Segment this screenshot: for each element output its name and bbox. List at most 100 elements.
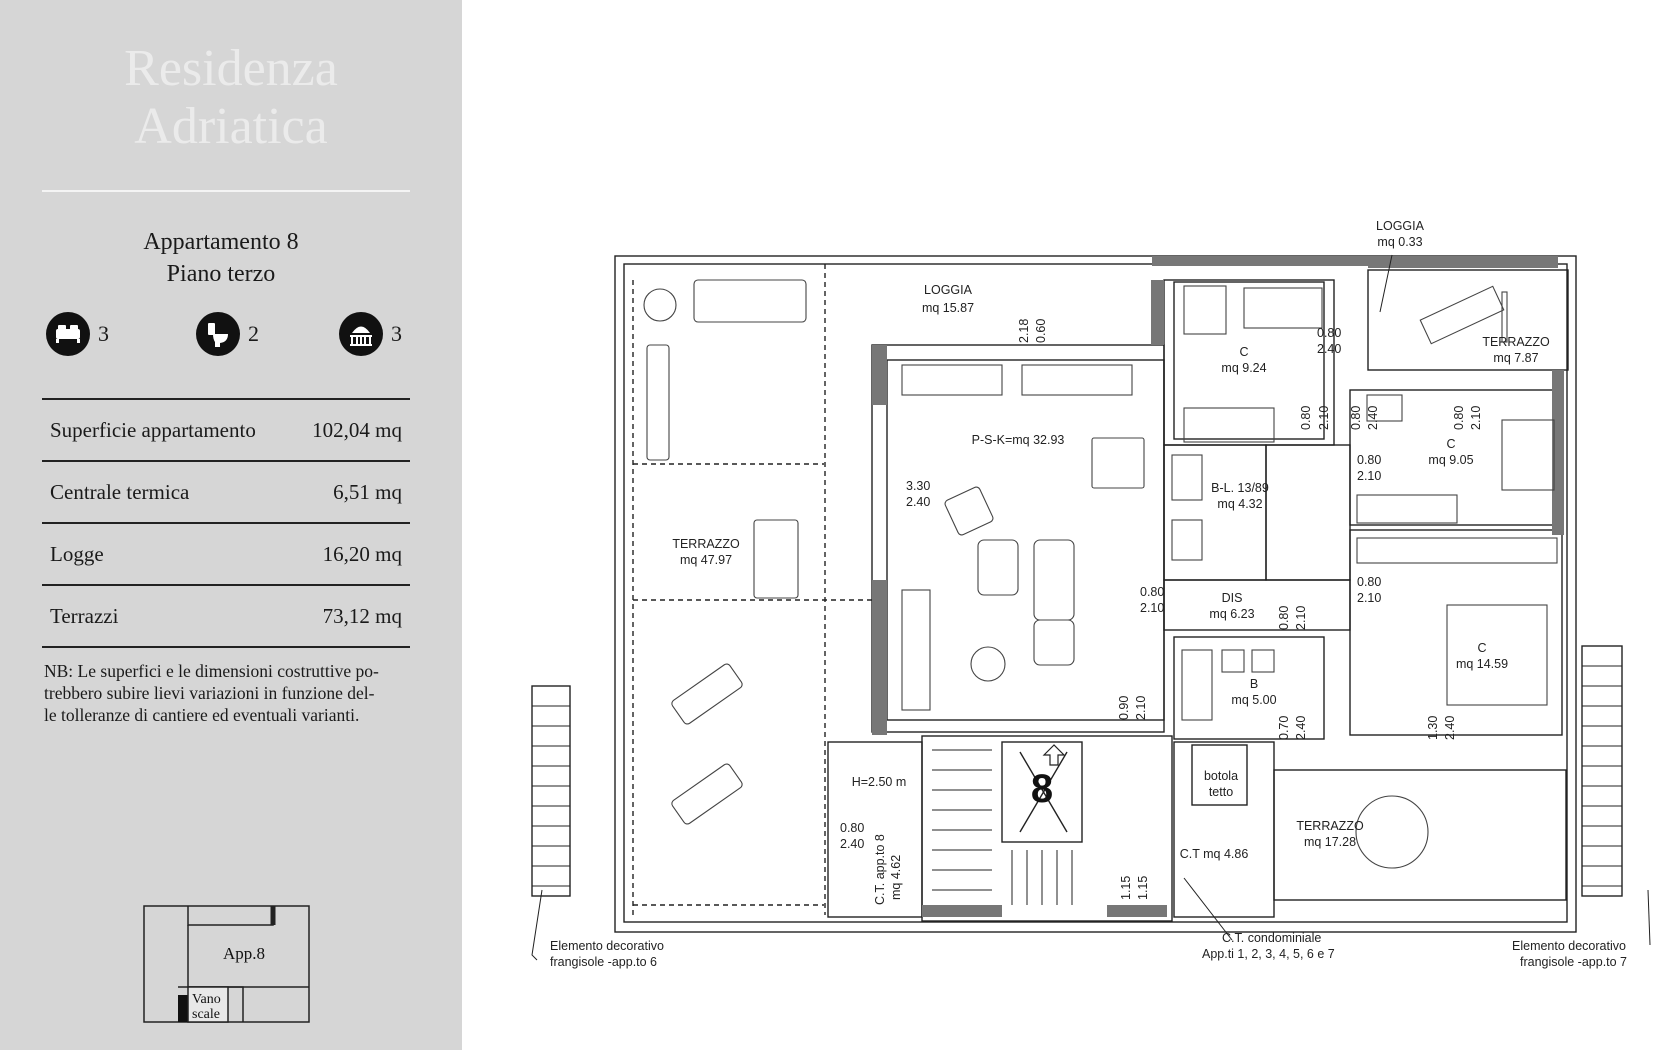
room-area: mq 15.87 xyxy=(922,301,974,315)
opening-dimension: 2.40 xyxy=(906,495,930,509)
room-label: TERRAZZO xyxy=(672,537,740,551)
table-divider xyxy=(42,646,410,648)
bedrooms-feature: 3 xyxy=(46,311,109,357)
up-arrow-icon xyxy=(1042,744,1066,766)
bedroom-inner xyxy=(1173,281,1325,440)
brand-line-1: Residenza xyxy=(124,40,338,97)
room-area: mq 14.59 xyxy=(1456,657,1508,671)
opening-dimension: 2.10 xyxy=(1357,469,1381,483)
opening-dimension: 2.10 xyxy=(1469,406,1483,430)
stat-label: Centrale termica xyxy=(50,479,190,504)
brand-logo: Residenza Adriatica xyxy=(0,40,462,156)
opening-dimension: 0.80 xyxy=(1277,606,1291,630)
apartment-number: 8 xyxy=(1031,767,1053,811)
stat-value: 16,20 mq xyxy=(322,541,402,566)
opening-dimension: 0.60 xyxy=(1034,319,1048,343)
stat-label: Terrazzi xyxy=(50,603,119,628)
room-area: mq 9.24 xyxy=(1221,361,1266,375)
info-sidebar: Residenza Adriatica Appartamento 8 Piano… xyxy=(0,0,462,1050)
apartment-title: Appartamento 8 xyxy=(143,229,299,255)
building-inner-outline xyxy=(623,263,1568,923)
apartment-heading: Appartamento 8 Piano terzo xyxy=(0,226,442,290)
living-room-walls xyxy=(871,344,1165,733)
keyplan-stair-label: scale xyxy=(192,1007,220,1022)
opening-dimension: 0.80 xyxy=(1317,326,1341,340)
opening-dimension: 2.40 xyxy=(1443,716,1457,740)
boiler-room-walls xyxy=(827,741,923,918)
opening-dimension: 0.70 xyxy=(1277,716,1291,740)
opening-dimension: 2.10 xyxy=(1317,406,1331,430)
opening-dimension: 0.80 xyxy=(1140,585,1164,599)
opening-dimension: 2.40 xyxy=(840,837,864,851)
room-label: B-L. 13/89 xyxy=(1211,481,1269,495)
opening-dimension: 2.40 xyxy=(1366,406,1380,430)
room-label: P-S-K=mq 32.93 xyxy=(972,433,1065,447)
room-label: TERRAZZO xyxy=(1482,335,1550,349)
room-label: H=2.50 m xyxy=(852,775,907,789)
terrace-ne-walls xyxy=(1367,269,1569,371)
opening-dimension: 0.90 xyxy=(1117,696,1131,720)
floor-plan: LOGGIA mq 0.33 LOGGIA mq 15.87 TERRAZZO … xyxy=(531,219,1651,969)
room-label: B xyxy=(1250,677,1258,691)
room-label: TERRAZZO xyxy=(1296,819,1364,833)
opening-dimension: 0.80 xyxy=(1357,453,1381,467)
floor-label: Piano terzo xyxy=(166,261,276,287)
opening-dimension: 0.80 xyxy=(1299,406,1313,430)
stat-row: Centrale termica 6,51 mq xyxy=(42,460,410,522)
opening-dimension: 2.18 xyxy=(1017,319,1031,343)
corridor-walls xyxy=(1163,579,1351,631)
terrace-icon xyxy=(339,312,383,356)
annotation-label: frangisole -app.to 7 xyxy=(1520,955,1627,969)
room-label: tetto xyxy=(1209,785,1233,799)
room-area: mq 0.33 xyxy=(1377,235,1422,249)
stat-value: 102,04 mq xyxy=(312,417,402,442)
stat-row: Terrazzi 73,12 mq xyxy=(42,584,410,646)
disclaimer-note: NB: Le superfici e le dimensioni costrut… xyxy=(44,660,414,726)
opening-dimension: 0.80 xyxy=(1357,575,1381,589)
room-label: C xyxy=(1446,437,1455,451)
opening-dimension: 2.40 xyxy=(1294,716,1308,740)
furniture xyxy=(643,279,1558,869)
annotation-label: frangisole -app.to 6 xyxy=(550,955,657,969)
surface-table: Superficie appartamento 102,04 mq Centra… xyxy=(42,398,410,648)
annotation-label: App.ti 1, 2, 3, 4, 5, 6 e 7 xyxy=(1202,947,1335,961)
room-area: mq 9.05 xyxy=(1428,453,1473,467)
opening-dimension: 1.15 xyxy=(1136,876,1150,900)
stat-row: Superficie appartamento 102,04 mq xyxy=(42,398,410,460)
bed-icon xyxy=(46,312,90,356)
bedroom-3-walls xyxy=(1349,529,1563,736)
room-label: botola xyxy=(1204,769,1238,783)
room-label: DIS xyxy=(1222,591,1243,605)
elevator-cross xyxy=(1019,751,1068,833)
terrace-se-walls xyxy=(1273,769,1567,901)
stat-label: Superficie appartamento xyxy=(50,417,256,442)
bathroom-b-walls xyxy=(1173,636,1325,740)
opening-dimension: 1.30 xyxy=(1426,716,1440,740)
room-label: LOGGIA xyxy=(924,283,973,297)
opening-dimension: 2.10 xyxy=(1357,591,1381,605)
brand-line-2: Adriatica xyxy=(134,98,328,155)
staircase xyxy=(932,749,1073,905)
opening-dimension: 3.30 xyxy=(906,479,930,493)
stair-core xyxy=(921,735,1173,922)
room-area: mq 6.23 xyxy=(1209,607,1254,621)
room-label: LOGGIA xyxy=(1376,219,1425,233)
room-label: C.T mq 4.86 xyxy=(1180,847,1249,861)
opening-dimension: 2.40 xyxy=(1317,342,1341,356)
opening-dimension: 1.15 xyxy=(1119,876,1133,900)
note-line: trebbero subire lievi variazioni in funz… xyxy=(44,683,375,703)
leader-lines xyxy=(531,254,1651,961)
room-label: C xyxy=(1477,641,1486,655)
stat-value: 73,12 mq xyxy=(322,603,402,628)
note-line: NB: Le superfici e le dimensioni costrut… xyxy=(44,661,379,681)
opening-dimension: 0.80 xyxy=(1349,406,1363,430)
bathrooms-feature: 2 xyxy=(196,311,259,357)
key-plan: App.8 Vano scale xyxy=(143,905,310,1023)
opening-dimension: 2.10 xyxy=(1140,601,1164,615)
stat-value: 6,51 mq xyxy=(333,479,402,504)
wall-fills xyxy=(872,256,1564,917)
brise-soleil-left xyxy=(531,685,571,897)
building-outline xyxy=(614,255,1577,933)
elevator-shaft xyxy=(1001,741,1083,843)
stat-label: Logge xyxy=(50,541,104,566)
